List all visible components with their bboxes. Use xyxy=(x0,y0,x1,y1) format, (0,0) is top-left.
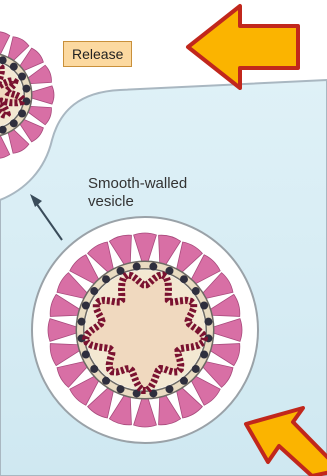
membrane-protein xyxy=(22,85,30,93)
membrane-protein xyxy=(102,377,110,385)
membrane-protein xyxy=(102,275,110,283)
membrane-protein xyxy=(82,350,90,358)
membrane-protein xyxy=(133,263,141,271)
membrane-protein xyxy=(200,302,208,310)
spike-protein xyxy=(0,32,10,58)
membrane-protein xyxy=(10,119,18,127)
vesicle-label: Smooth-walled vesicle xyxy=(88,175,187,211)
membrane-protein xyxy=(90,287,98,295)
membrane-protein xyxy=(180,275,188,283)
membrane-protein xyxy=(192,365,200,373)
membrane-protein xyxy=(10,63,18,71)
left-arrow-icon xyxy=(188,6,298,88)
membrane-protein xyxy=(149,263,157,271)
membrane-protein xyxy=(117,385,125,393)
membrane-protein xyxy=(18,110,26,118)
membrane-protein xyxy=(192,287,200,295)
vesicle-label-line1: Smooth-walled xyxy=(88,175,187,193)
membrane-protein xyxy=(200,350,208,358)
membrane-protein xyxy=(18,73,26,81)
membrane-protein xyxy=(165,385,173,393)
releasing-virion xyxy=(0,32,54,159)
release-label: Release xyxy=(63,41,132,67)
spike-protein xyxy=(0,132,10,158)
vesicle-virion xyxy=(48,233,242,427)
membrane-protein xyxy=(82,302,90,310)
membrane-protein xyxy=(90,365,98,373)
membrane-protein xyxy=(204,318,212,326)
membrane-protein xyxy=(78,318,86,326)
membrane-protein xyxy=(180,377,188,385)
vesicle-label-line2: vesicle xyxy=(88,193,187,211)
